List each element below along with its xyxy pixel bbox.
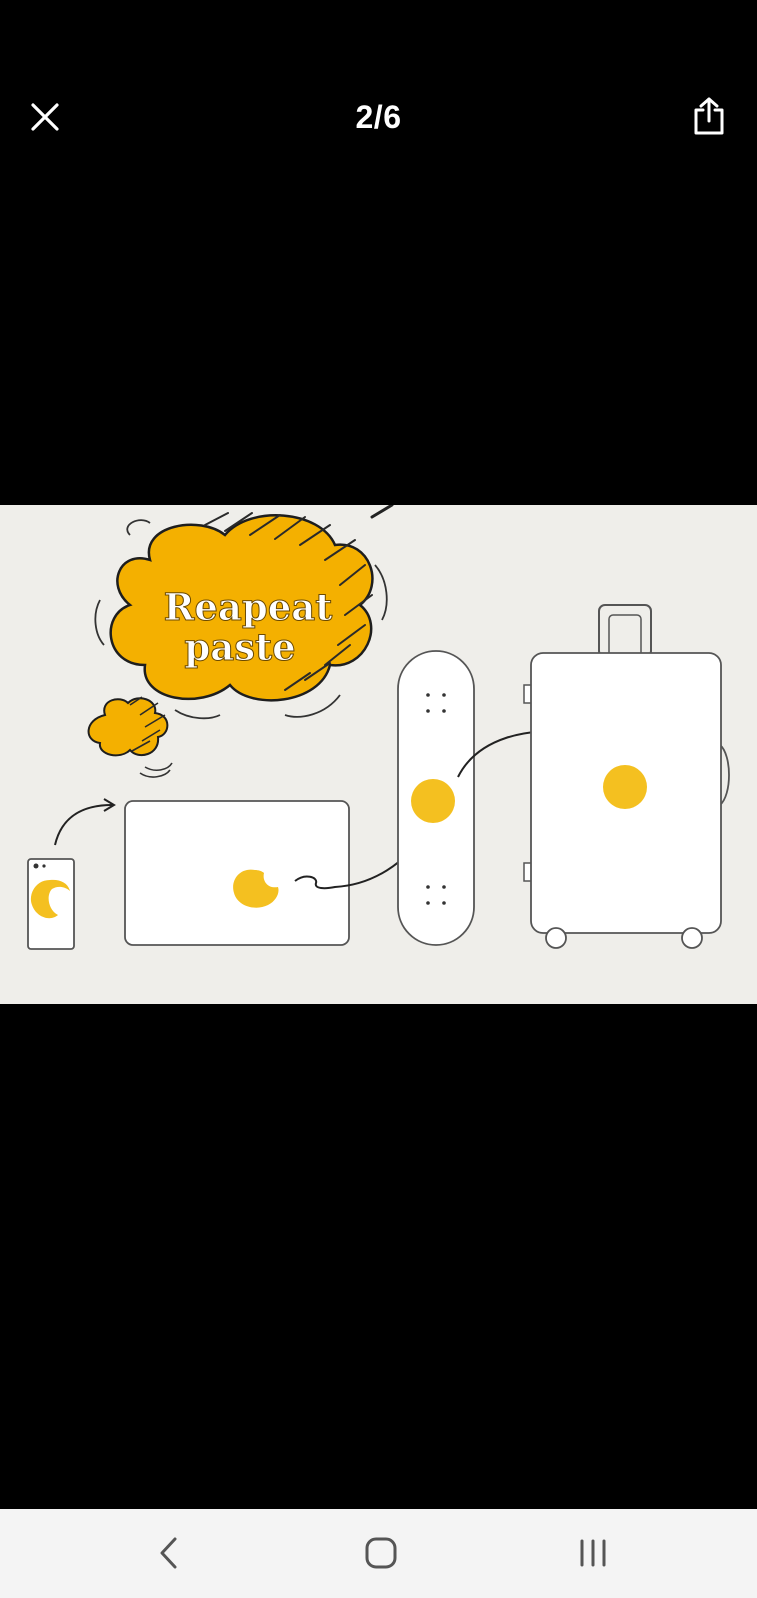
- suitcase-illustration: [523, 604, 730, 949]
- close-button[interactable]: [20, 92, 70, 142]
- skateboard-illustration: [397, 650, 475, 946]
- home-button[interactable]: [346, 1523, 416, 1583]
- share-button[interactable]: [683, 90, 735, 142]
- recent-apps-button[interactable]: [558, 1523, 628, 1583]
- product-image[interactable]: Reapeat paste: [0, 505, 757, 1004]
- back-chevron-icon: [160, 1537, 177, 1569]
- share-icon: [694, 97, 724, 135]
- sticker-text-line2: paste: [184, 625, 295, 669]
- small-cloud-sticker: [87, 696, 173, 778]
- system-navigation-bar: [0, 1509, 757, 1598]
- phone-illustration: [27, 858, 75, 950]
- image-counter: 2/6: [355, 99, 402, 135]
- sticker-text-line1: Reapeat: [164, 585, 333, 629]
- recent-apps-icon: [580, 1539, 606, 1567]
- cloud-sticker: Reapeat paste: [94, 512, 388, 720]
- viewer-top-bar: 2/6: [0, 0, 757, 240]
- back-button[interactable]: [134, 1523, 204, 1583]
- close-icon: [31, 103, 59, 131]
- home-icon: [365, 1537, 397, 1569]
- laptop-illustration: [124, 800, 350, 946]
- sticker-illustration: Reapeat paste: [27, 505, 730, 950]
